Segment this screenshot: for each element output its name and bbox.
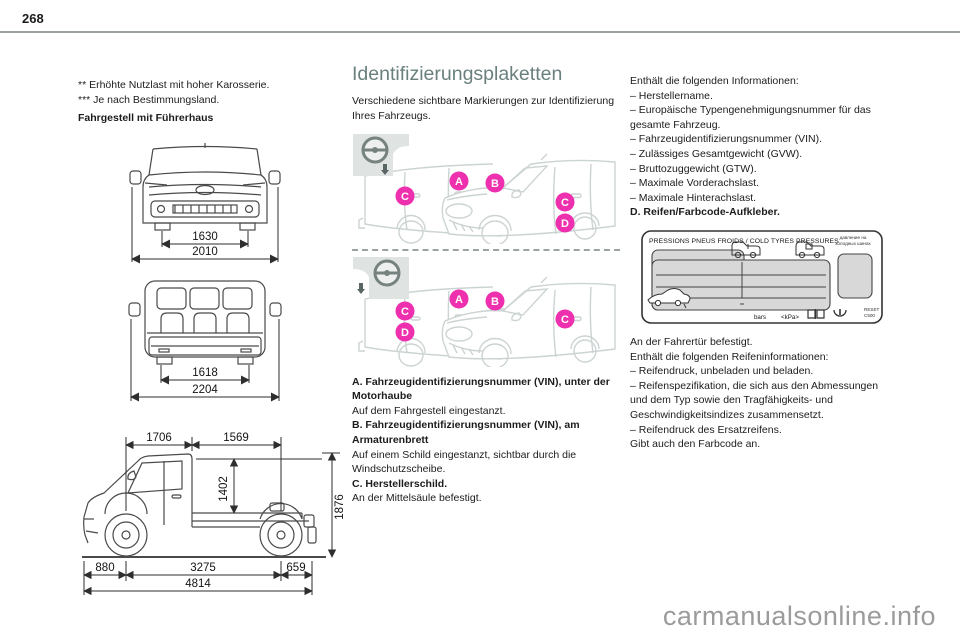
page-title: Identifizierungsplaketten [352, 63, 563, 85]
location-marker-c-right: C [555, 309, 575, 329]
unit-bar: bars [754, 314, 766, 321]
right-column: Enthält die folgenden Informationen: – H… [630, 74, 898, 452]
front-view-dimensions [131, 186, 279, 264]
figure-tyre-pressure-label: PRESSIONS PNEUS FROIDS / COLD TYRES PRES… [641, 230, 883, 324]
item-c-body: An der Mittelsäule befestigt. [352, 492, 482, 505]
location-marker-b: B [485, 173, 505, 193]
svg-text:A: A [455, 294, 463, 306]
tyre-outro: Gibt auch den Farbcode an. [630, 438, 761, 451]
figure-side-view: 1706 1569 1402 1876 880 3275 659 4814 [82, 432, 346, 596]
info-item: – Europäische Typengenehmigungsnummer fü… [630, 104, 871, 131]
watermark[interactable]: carmanualsonline.info [662, 601, 936, 631]
van-full-load-icon [795, 241, 825, 259]
reset-text-line1: RESET [864, 307, 880, 312]
book-icon [807, 308, 825, 319]
svg-text:B: B [491, 296, 499, 308]
chassis-cab-outline [82, 453, 326, 558]
label-note-line1: давление на [840, 235, 867, 240]
steering-position-icon [353, 256, 409, 299]
dim-front-outer-width: 2010 [192, 246, 218, 258]
location-marker-d-right: D [555, 213, 575, 233]
figure-rear-view: 1618 2204 [128, 280, 282, 402]
location-marker-c-left: C [395, 186, 415, 206]
dim-front-overhang: 880 [95, 562, 114, 574]
location-marker-c-left: C [395, 301, 415, 321]
subheading-d: D. Reifen/Farbcode-Aufkleber. [630, 206, 780, 219]
reset-text-line2: C500 [864, 313, 875, 318]
id-plate-descriptions: A. Fahrzeugidentifizierungsnummer (VIN),… [352, 375, 620, 506]
front-van-outline [441, 276, 616, 367]
location-marker-d-left: D [395, 322, 415, 342]
dim-platform-length: 1569 [223, 432, 249, 444]
svg-text:C: C [401, 191, 409, 203]
dim-platform-height: 1402 [218, 476, 230, 502]
figure-id-plates-rhd: A B C D C [353, 256, 616, 367]
location-marker-c-right: C [555, 192, 575, 212]
location-marker-b: B [485, 291, 505, 311]
item-b-title: B. Fahrzeugidentifizierungsnummer (VIN),… [352, 419, 580, 446]
figure-id-plates-lhd: A B C C D [353, 133, 616, 244]
middle-column: Identifizierungsplaketten Verschiedene s… [352, 63, 620, 506]
down-arrow-icon [357, 282, 365, 294]
svg-text:A: A [455, 176, 463, 188]
steering-position-icon [353, 133, 409, 176]
item-c-title: C. Herstellerschild. [352, 477, 448, 490]
info-item: – Fahrzeugidentifizierungsnummer (VIN). [630, 133, 822, 146]
dim-overall-height: 1876 [334, 494, 346, 520]
item-a-body: Auf dem Fahrgestell eingestanzt. [352, 404, 506, 417]
info-item: – Bruttozuggewicht (GTW). [630, 162, 757, 175]
figure-front-view: 1630 2010 [129, 142, 281, 264]
van-rear-outline [128, 280, 282, 365]
label-note-line2: холодных шинах [835, 241, 871, 246]
side-view-dimensions [83, 436, 340, 596]
svg-text:B: B [491, 178, 499, 190]
svg-text:C: C [561, 314, 569, 326]
van-load-icon [731, 241, 761, 259]
tyre-info-intro: Enthält die folgenden Reifeninformatione… [630, 350, 829, 363]
info-item: – Maximale Hinterachslast. [630, 191, 757, 204]
dashed-separator [352, 248, 620, 251]
svg-text:D: D [561, 218, 569, 230]
van-front-outline [129, 142, 281, 231]
header-rule [0, 31, 960, 33]
footnote-1: ** Erhöhte Nutzlast mit hoher Karosserie… [78, 79, 270, 91]
tyre-item: – Reifendruck, unbeladen und beladen. [630, 365, 814, 378]
spare-pressure-box [837, 253, 873, 299]
info-intro: Enthält die folgenden Informationen: [630, 75, 799, 87]
tyre-item: – Reifenspezifikation, die sich aus den … [630, 379, 879, 421]
location-marker-a: A [449, 171, 469, 191]
svg-text:D: D [401, 327, 409, 339]
unit-kpa: <kPa> [781, 314, 799, 321]
dim-rear-inner-width: 1618 [192, 367, 218, 379]
label-title: PRESSIONS PNEUS FROIDS / COLD TYRES PRES… [649, 238, 839, 245]
footnote-2: *** Je nach Bestimmungsland. [78, 93, 220, 106]
dim-front-inner-width: 1630 [192, 231, 218, 243]
down-arrow-icon [381, 163, 389, 175]
info-item: – Maximale Vorderachslast. [630, 177, 759, 190]
tpms-warning-icon [833, 308, 847, 317]
left-column: ** Erhöhte Nutzlast mit hoher Karosserie… [78, 78, 346, 600]
front-van-outline [441, 153, 616, 244]
svg-text:C: C [401, 306, 409, 318]
info-item: – Zulässiges Gesamtgewicht (GVW). [630, 147, 803, 160]
dim-wheelbase: 3275 [190, 562, 216, 574]
tyre-item: – Reifendruck des Ersatzreifens. [630, 423, 782, 436]
intro-text: Verschiedene sichtbare Markierungen zur … [352, 95, 615, 123]
section-heading: Fahrgestell mit Führerhaus [78, 112, 214, 125]
svg-text:C: C [561, 197, 569, 209]
dim-rear-overhang: 659 [286, 562, 305, 574]
rear-view-dimensions [130, 318, 280, 402]
dim-rear-outer-width: 2204 [192, 384, 218, 396]
location-marker-a: A [449, 289, 469, 309]
car-icon [647, 287, 691, 309]
page-number: 268 [22, 11, 44, 26]
info-item: – Herstellername. [630, 89, 713, 102]
dim-cab-length: 1706 [146, 432, 172, 444]
tyre-label-location: An der Fahrertür befestigt. [630, 335, 753, 348]
item-b-body: Auf einem Schild eingestanzt, sichtbar d… [352, 448, 577, 476]
item-a-title: A. Fahrzeugidentifizierungsnummer (VIN),… [352, 375, 610, 403]
dim-overall-length: 4814 [185, 578, 211, 590]
